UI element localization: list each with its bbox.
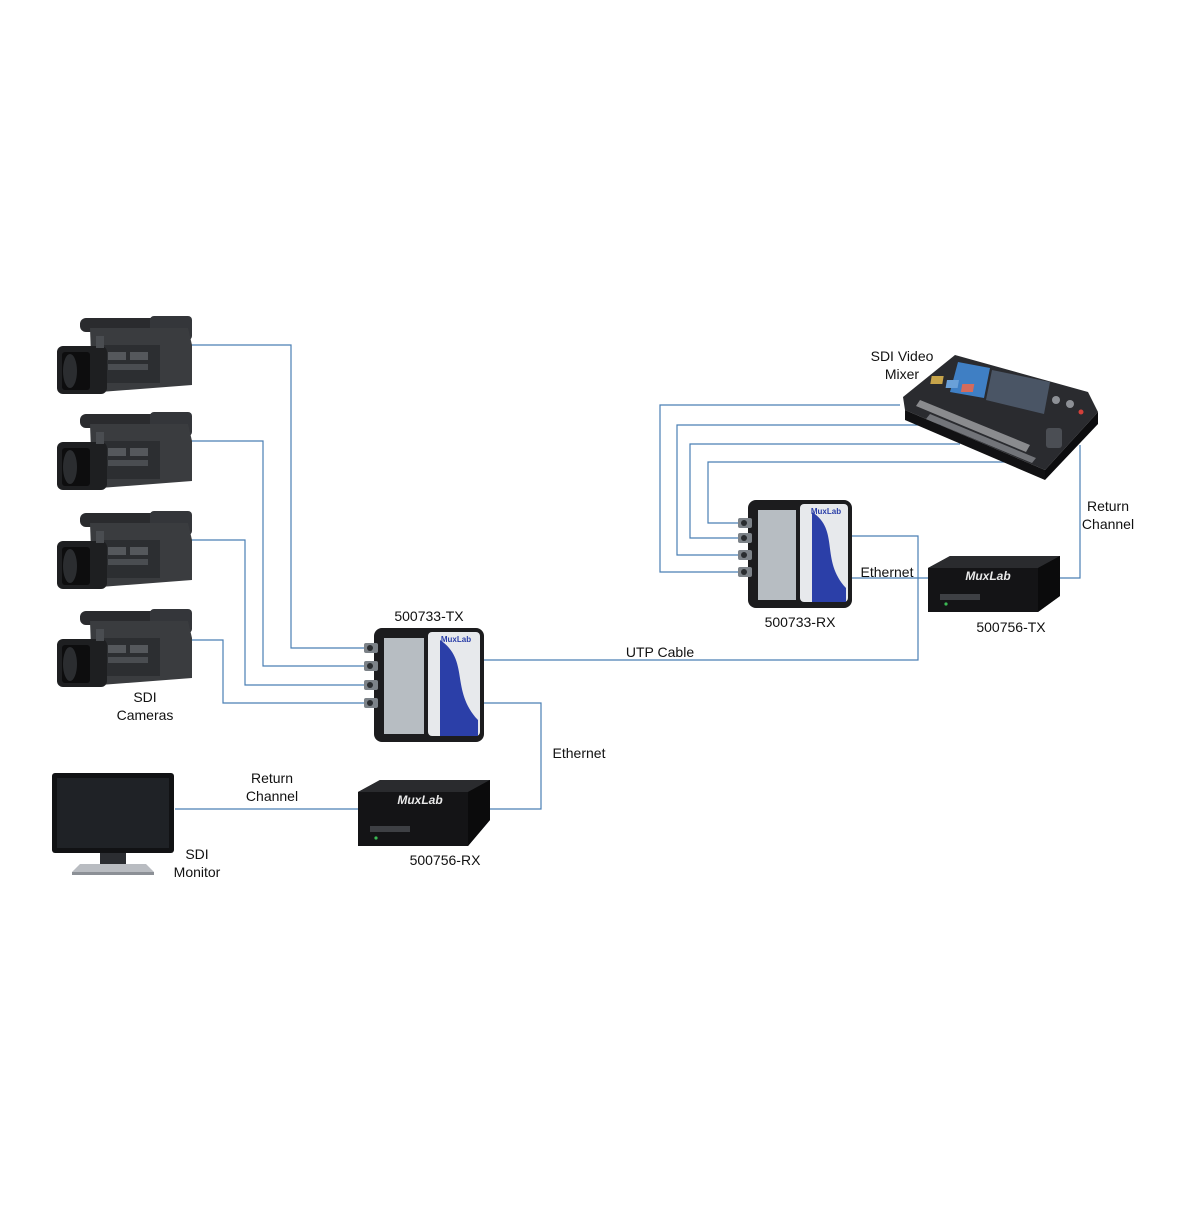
sdi-extender-icon: MuxLab (364, 628, 484, 742)
label-sdi-cameras-line1: SDI (105, 688, 185, 706)
muxlab-logo-756rx: MuxLab (397, 793, 442, 807)
video-camera-icon (57, 511, 192, 589)
label-return-right-line1: Return (1068, 497, 1148, 515)
label-sdi-cameras-line2: Cameras (105, 706, 185, 724)
cable-camera1-tx (188, 345, 370, 648)
ip-box-500756-rx: MuxLab (358, 780, 490, 846)
label-500733-rx: 500733-RX (748, 613, 852, 631)
label-monitor-line1: SDI (167, 845, 227, 863)
sdi-camera-2 (57, 412, 192, 490)
cable-ethernet-left (484, 703, 541, 809)
label-ethernet-right: Ethernet (852, 563, 922, 581)
label-mixer-line2: Mixer (852, 365, 952, 383)
label-return-channel-left: Return Channel (232, 769, 312, 805)
label-mixer-line1: SDI Video (852, 347, 952, 365)
muxlab-logo-rx: MuxLab (811, 507, 841, 516)
label-return-right-line2: Channel (1068, 515, 1148, 533)
label-return-left-line2: Channel (232, 787, 312, 805)
cable-camera3-tx (188, 540, 370, 685)
label-ethernet-left: Ethernet (544, 744, 614, 762)
sdi-extender-icon: MuxLab (738, 500, 852, 608)
sdi-monitor (52, 773, 174, 875)
muxlab-logo-756tx: MuxLab (965, 569, 1010, 583)
sdi-camera-1 (57, 316, 192, 394)
video-camera-icon (57, 609, 192, 687)
label-sdi-video-mixer: SDI Video Mixer (852, 347, 952, 383)
label-sdi-cameras: SDI Cameras (105, 688, 185, 724)
monitor-icon (52, 773, 174, 875)
label-return-left-line1: Return (232, 769, 312, 787)
cable-camera4-tx (188, 640, 370, 703)
muxlab-logo-tx: MuxLab (441, 635, 471, 644)
extender-500733-tx: MuxLab (364, 628, 484, 742)
ip-extender-icon: MuxLab (358, 780, 490, 846)
cable-camera2-tx (188, 441, 370, 666)
label-500756-tx: 500756-TX (966, 618, 1056, 636)
video-camera-icon (57, 316, 192, 394)
ip-extender-icon: MuxLab (928, 556, 1060, 612)
ip-box-500756-tx: MuxLab (928, 556, 1060, 612)
extender-500733-rx: MuxLab (738, 500, 852, 608)
label-utp-cable: UTP Cable (610, 643, 710, 661)
label-500733-tx: 500733-TX (374, 607, 484, 625)
video-camera-icon (57, 412, 192, 490)
label-monitor-line2: Monitor (167, 863, 227, 881)
sdi-camera-4 (57, 609, 192, 687)
label-sdi-monitor: SDI Monitor (167, 845, 227, 881)
label-return-channel-right: Return Channel (1068, 497, 1148, 533)
label-500756-rx: 500756-RX (400, 851, 490, 869)
sdi-camera-3 (57, 511, 192, 589)
